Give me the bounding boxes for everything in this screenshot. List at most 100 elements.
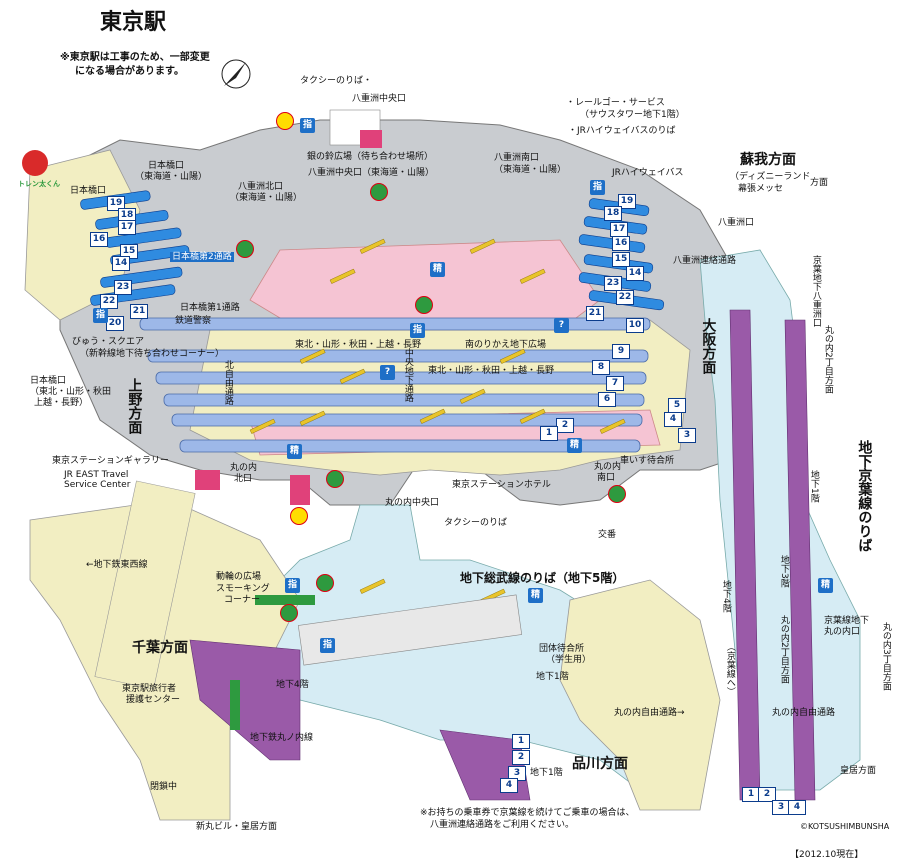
- label-marunouchi-north-2: 北口: [234, 474, 253, 484]
- fare-adjustment-icon[interactable]: 精: [528, 588, 543, 603]
- platform-number-conventional: 4: [664, 412, 682, 427]
- green-window-icon[interactable]: [415, 296, 433, 314]
- label-keiyo-subway-2: 丸の内口: [824, 627, 861, 637]
- green-stair-1: [255, 595, 315, 605]
- direction-soga-sub-3: 方面: [810, 178, 829, 188]
- label-marunouchi-free-passage: 丸の内自由通路: [772, 708, 836, 718]
- platform-number-conventional: 2: [556, 418, 574, 433]
- platform-number-right: 22: [616, 290, 634, 305]
- direction-sobu-platform: 地下総武線のりば（地下5階）: [460, 571, 625, 585]
- label-smoking-2: コーナー: [224, 595, 261, 605]
- platform-number-conventional: 8: [592, 360, 610, 375]
- information-icon[interactable]: ?: [380, 365, 395, 380]
- label-rail-go: ・レールゴー・サービス: [566, 98, 665, 108]
- label-keiyo-paren: （京葉線へ）: [724, 642, 735, 696]
- platform-number-left: 23: [114, 280, 132, 295]
- direction-chiba: 千葉方面: [132, 640, 188, 656]
- green-window-icon[interactable]: [370, 183, 388, 201]
- green-window-icon[interactable]: [236, 240, 254, 258]
- label-tozai-line: ←地下鉄東西線: [86, 560, 148, 570]
- label-nihonbashi-south-2: （東北・山形・秋田: [30, 387, 112, 397]
- label-group-waiting-2: （学生用）: [546, 655, 592, 665]
- direction-soga-sub-2: 幕張メッセ: [738, 184, 784, 194]
- conventional-platform: [139, 317, 651, 331]
- fare-adjustment-icon[interactable]: 精: [287, 444, 302, 459]
- label-yaesu-central-exit: 八重洲中央口（東海道・山陽）: [308, 168, 435, 178]
- platform-number-left: 22: [100, 294, 118, 309]
- label-central-underground: 中央地下通路: [402, 348, 413, 402]
- stairs: [499, 348, 526, 364]
- ticket-office-icon[interactable]: 指: [285, 578, 300, 593]
- platform-number-keiyo: 2: [758, 787, 776, 802]
- green-window-icon[interactable]: [280, 604, 298, 622]
- platform-number-right: 21: [586, 306, 604, 321]
- stairs: [359, 578, 386, 594]
- fare-adjustment-icon[interactable]: 精: [818, 578, 833, 593]
- green-window-icon[interactable]: [608, 485, 626, 503]
- platform-number-sobu: 4: [500, 778, 518, 793]
- platform-number-sobu: 1: [512, 734, 530, 749]
- label-jr-highway: ・JRハイウェイバスのりば: [568, 126, 676, 136]
- copyright: ©KOTSUSHIMBUNSHA: [800, 822, 890, 831]
- ticket-office-icon[interactable]: 指: [590, 180, 605, 195]
- platform-number-right: 17: [610, 222, 628, 237]
- label-underground-1-keiyo: 地下1階: [808, 470, 819, 503]
- fare-adjustment-icon[interactable]: 精: [430, 262, 445, 277]
- label-marunouchi-south: 丸の内: [594, 462, 622, 472]
- label-marunouchi-2chome-b: 丸の内2丁目方面: [778, 615, 789, 684]
- label-nihonbashi: 日本橋口: [148, 161, 185, 171]
- label-traveler-aid-2: 援護センター: [126, 695, 181, 705]
- fare-adjustment-icon[interactable]: 精: [567, 438, 582, 453]
- byuu-plaza-icon[interactable]: [276, 112, 294, 130]
- stairs: [339, 368, 366, 384]
- platform-number-conventional: 9: [612, 344, 630, 359]
- label-wheelchair-waiting: 車いす待合所: [620, 456, 675, 466]
- platform-number-right: 16: [612, 236, 630, 251]
- bottom-note-2: 八重洲連絡通路をご利用ください。: [430, 820, 575, 830]
- platform-number-right: 15: [612, 252, 630, 267]
- shinkansen-platform: [110, 245, 190, 266]
- label-nihonbashi-south: 日本橋口: [30, 376, 67, 386]
- label-byuu-square: びゅう・スクエア: [72, 337, 145, 347]
- label-smoking: スモーキング: [216, 584, 270, 594]
- north-arrow-icon: [221, 59, 251, 89]
- green-window-icon[interactable]: [326, 470, 344, 488]
- green-window-icon[interactable]: [316, 574, 334, 592]
- byuu-plaza-icon[interactable]: [290, 507, 308, 525]
- conventional-platforms: [139, 317, 651, 453]
- platform-number-left: 16: [90, 232, 108, 247]
- stairs: [519, 268, 546, 284]
- platform-number-right: 14: [626, 266, 644, 281]
- platform-number-conventional: 1: [540, 426, 558, 441]
- marunouchi-north-red: [290, 475, 310, 505]
- stairs: [299, 410, 326, 426]
- label-marunouchi-subway: 地下鉄丸ノ内線: [250, 733, 314, 743]
- label-south-transfer-plaza: 南のりかえ地下広場: [465, 340, 547, 350]
- label-yaesu-link-exit: 八重洲口: [718, 218, 755, 228]
- platform-number-left: 17: [118, 220, 136, 235]
- ticket-office-icon[interactable]: 指: [300, 118, 315, 133]
- ticket-office-icon[interactable]: 指: [320, 638, 335, 653]
- yaesu-central-pink: [360, 130, 382, 148]
- platform-number-left: 19: [107, 196, 125, 211]
- conventional-platform: [171, 413, 643, 427]
- ticket-office-icon[interactable]: 指: [410, 323, 425, 338]
- label-yaesu-south-exit-2: （東海道・山陽）: [494, 165, 567, 175]
- ticket-office-icon[interactable]: 指: [93, 308, 108, 323]
- label-jr-highway-bus: JRハイウェイバス: [612, 168, 684, 178]
- label-keiyo-subway: 京葉線地下: [824, 616, 870, 626]
- conventional-platform: [163, 393, 645, 407]
- platform-number-left: 14: [112, 256, 130, 271]
- label-keiyo-yaesu-exit: 京葉地下八重洲口: [810, 255, 821, 327]
- keiyo-track-2: [784, 319, 816, 801]
- direction-shinagawa: 品川方面: [572, 756, 628, 772]
- platform-number-left: 20: [106, 316, 124, 331]
- underground-yellow-left: [29, 499, 301, 821]
- label-doukan-plaza: 動輪の広場: [216, 572, 262, 582]
- direction-keiyo-platform: 地下京葉線のりば: [856, 440, 873, 552]
- information-icon[interactable]: ?: [554, 318, 569, 333]
- green-stair-2: [230, 680, 240, 730]
- label-shinkansen-north-transfer: 東北・山形・秋田・上越・長野: [295, 340, 422, 350]
- label-nihonbashi-exit: 日本橋口: [70, 186, 107, 196]
